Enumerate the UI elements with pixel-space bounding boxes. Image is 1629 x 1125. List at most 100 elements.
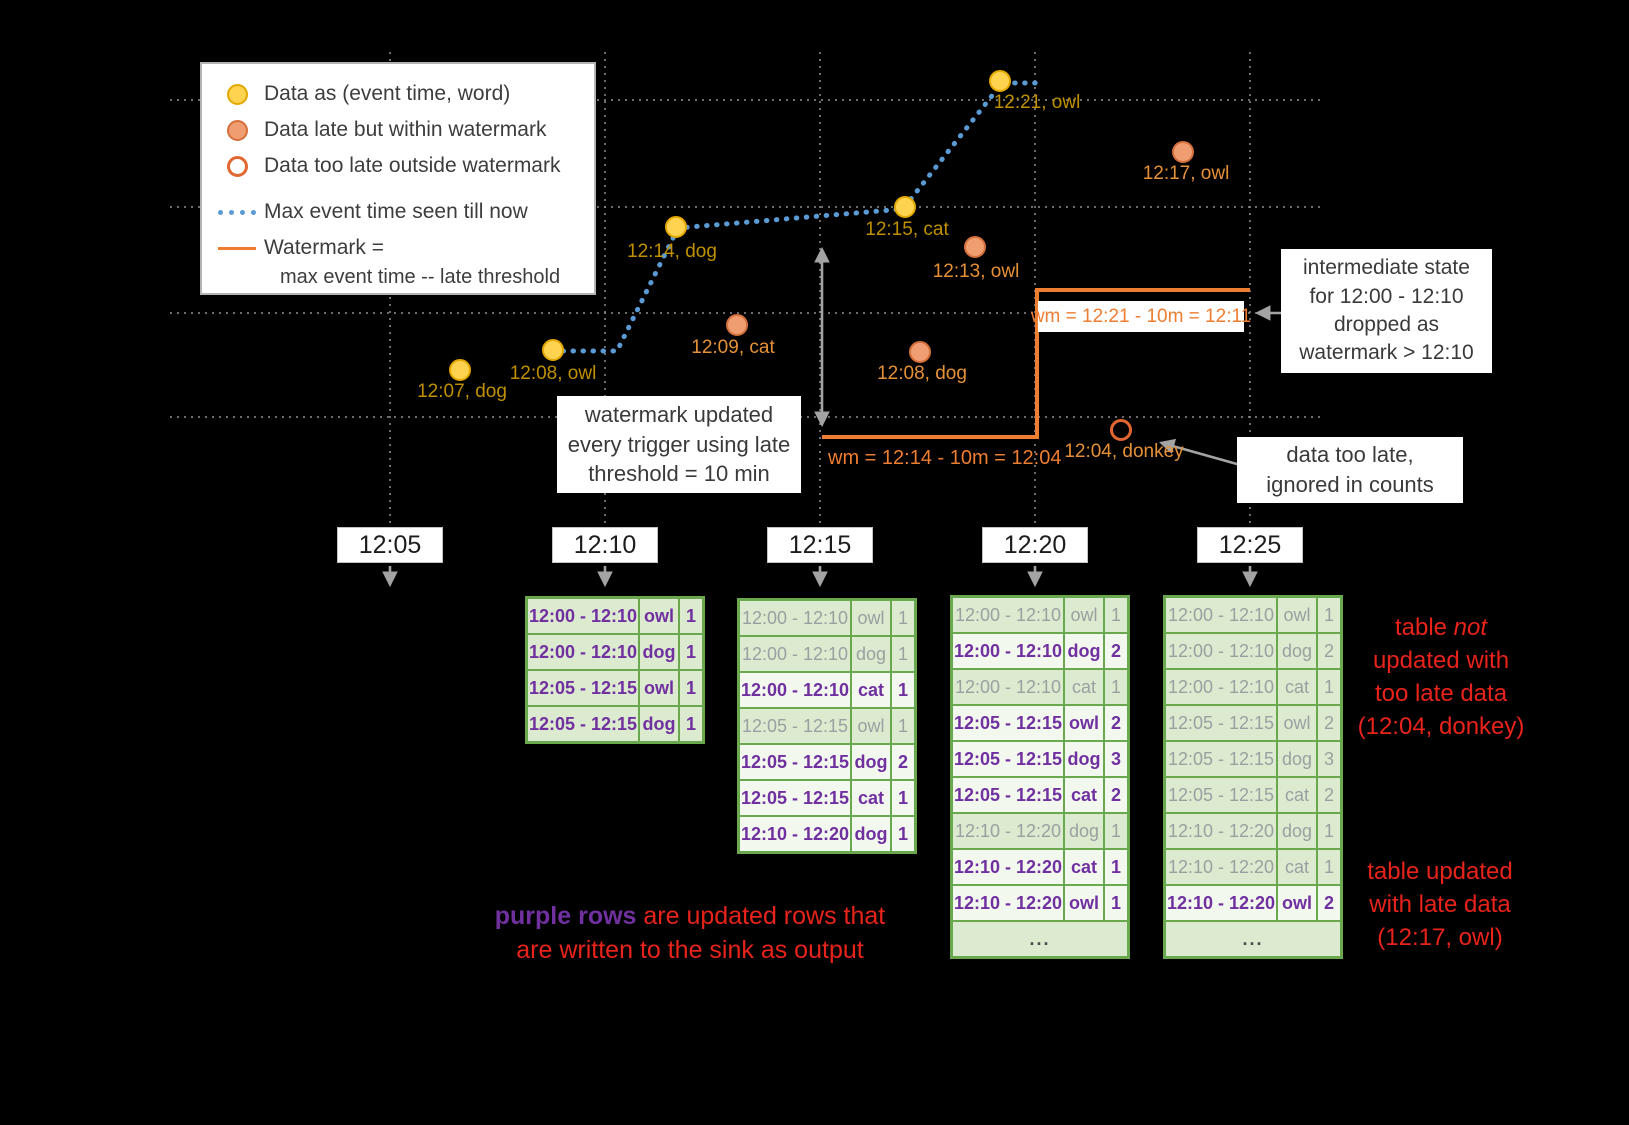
cell-word: cat: [1278, 850, 1316, 884]
cell-count: 2: [1318, 778, 1340, 812]
callout-watermark-trigger-text: watermark updated every trigger using la…: [567, 401, 791, 487]
data-point-ontime: [542, 339, 564, 361]
cell-window: 12:00 - 12:10: [953, 598, 1063, 632]
legend-label-watermark: Watermark =: [264, 236, 384, 259]
cell-word: owl: [640, 599, 678, 633]
cell-count: 1: [892, 709, 914, 743]
watermark-value-label-1: wm = 12:14 - 10m = 12:04: [828, 447, 1062, 469]
callout-intermediate-state-text: intermediate state for 12:00 - 12:10 dro…: [1299, 256, 1474, 365]
data-point-label: 12:07, dog: [417, 381, 507, 402]
cell-window: 12:00 - 12:10: [953, 634, 1063, 668]
data-point-label: 12:08, dog: [877, 363, 967, 384]
cell-count: 1: [680, 671, 702, 705]
data-point-label: 12:09, cat: [691, 337, 775, 358]
cell-word: owl: [1065, 886, 1103, 920]
cell-count: 1: [892, 817, 914, 851]
cell-word: owl: [1065, 706, 1103, 740]
cell-count: 1: [892, 601, 914, 635]
swatch-holder: [218, 209, 256, 215]
cell-window: 12:00 - 12:10: [740, 601, 850, 635]
cell-window: 12:05 - 12:15: [953, 778, 1063, 812]
legend-item-ontime: Data as (event time, word): [218, 76, 594, 112]
cell-window: 12:00 - 12:10: [1166, 670, 1276, 704]
cell-count: 2: [1318, 886, 1340, 920]
cell-window: 12:05 - 12:15: [740, 709, 850, 743]
table-row-more: ...: [953, 922, 1127, 956]
cell-window: 12:10 - 12:20: [1166, 886, 1276, 920]
cell-window: 12:05 - 12:15: [1166, 742, 1276, 776]
cell-word: dog: [1065, 742, 1103, 776]
cell-more: ...: [953, 922, 1127, 956]
cell-word: owl: [1278, 598, 1316, 632]
legend-item-toolate: Data too late outside watermark: [218, 148, 594, 184]
max-event-time-line: [550, 80, 1043, 354]
cell-word: cat: [1065, 850, 1103, 884]
swatch-holder: [218, 246, 256, 250]
cell-word: dog: [1278, 814, 1316, 848]
axis-tick-12:25: 12:25: [1197, 527, 1303, 563]
cell-count: 1: [892, 781, 914, 815]
data-point-label: 12:14, dog: [627, 241, 717, 262]
toolate-dot-icon: [226, 155, 248, 177]
cell-word: owl: [852, 601, 890, 635]
too-late-arrow: [1158, 438, 1245, 468]
max-event-line-icon: [218, 209, 256, 215]
cell-window: 12:10 - 12:20: [953, 850, 1063, 884]
cell-count: 1: [1105, 598, 1127, 632]
cell-word: dog: [1065, 634, 1103, 668]
data-point-ontime: [894, 196, 916, 218]
cell-count: 1: [892, 637, 914, 671]
data-point-label: 12:08, owl: [509, 363, 597, 384]
axis-tick-12:10: 12:10: [552, 527, 658, 563]
callout-watermark-trigger: watermark updated every trigger using la…: [557, 396, 801, 493]
cell-window: 12:05 - 12:15: [953, 706, 1063, 740]
cell-count: 2: [892, 745, 914, 779]
swatch-holder: [218, 119, 256, 141]
cell-word: cat: [1065, 670, 1103, 704]
cell-window: 12:10 - 12:20: [953, 814, 1063, 848]
data-point-late: [909, 341, 931, 363]
cell-window: 12:05 - 12:15: [953, 742, 1063, 776]
cell-count: 1: [1105, 850, 1127, 884]
cell-window: 12:05 - 12:15: [528, 707, 638, 741]
note-prefix: table: [1394, 614, 1454, 642]
cell-window: 12:05 - 12:15: [1166, 778, 1276, 812]
cell-word: dog: [640, 635, 678, 669]
cell-word: owl: [640, 671, 678, 705]
cell-word: dog: [1065, 814, 1103, 848]
cell-count: 1: [1318, 670, 1340, 704]
cell-count: 3: [1318, 742, 1340, 776]
cell-window: 12:00 - 12:10: [740, 673, 850, 707]
legend-item-late: Data late but within watermark: [218, 112, 594, 148]
cell-word: dog: [640, 707, 678, 741]
cell-count: 1: [1105, 670, 1127, 704]
legend-item-max-event: Max event time seen till now: [218, 194, 594, 230]
data-point-late: [1172, 141, 1194, 163]
note-table-updated: table updated with late data (12:17, owl…: [1340, 822, 1540, 954]
cell-word: owl: [1065, 598, 1103, 632]
cell-word: owl: [852, 709, 890, 743]
cell-window: 12:00 - 12:10: [953, 670, 1063, 704]
legend-item-watermark: Watermark =: [218, 230, 594, 266]
cell-window: 12:00 - 12:10: [528, 599, 638, 633]
